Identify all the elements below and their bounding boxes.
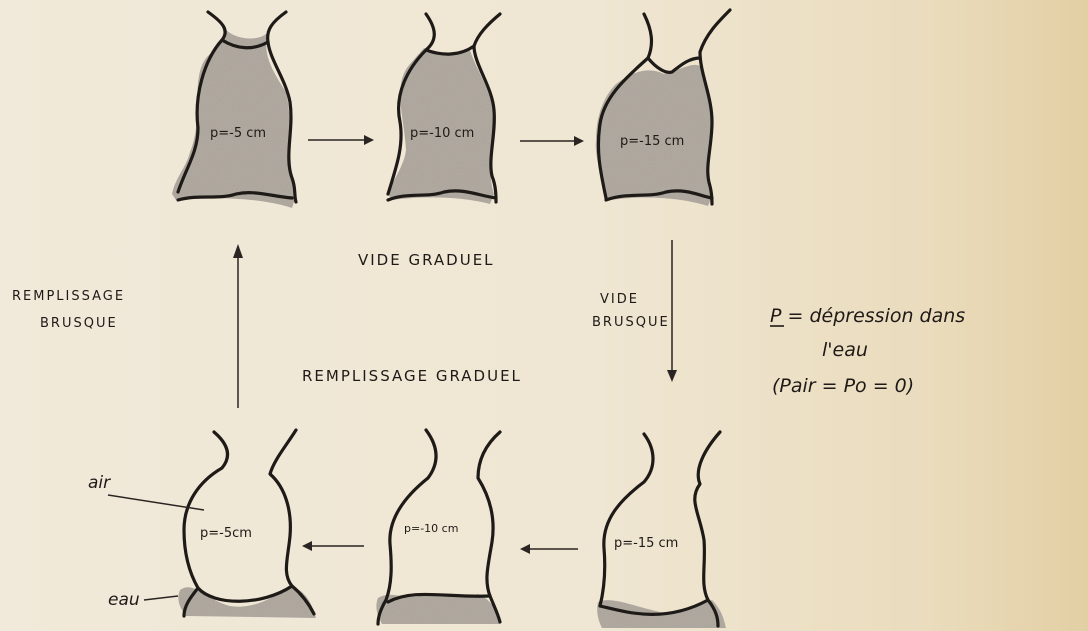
label-vide-brusque-1: VIDE [600,292,639,307]
arrow-bottom-2-to-1 [302,541,364,551]
pressure-label-top-1: p=-5 cm [210,126,266,141]
top-pore-1: p=-5 cm [172,12,296,208]
label-vide-brusque-2: BRUSQUE [592,315,670,330]
arrow-vide-brusque [667,240,677,382]
label-remplissage-brusque-1: REMPLISSAGE [12,289,125,304]
legend: P = dépression dans l'eau (Pair = Po = 0… [770,305,965,397]
label-remplissage-graduel: REMPLISSAGE GRADUEL [302,367,522,385]
label-remplissage-brusque-2: BRUSQUE [40,316,118,331]
label-eau: eau [108,590,140,610]
bottom-pore-3: p=-15 cm [597,432,726,628]
bottom-pore-2: p=-10 cm [376,430,500,624]
pore-wall-left [600,434,653,606]
pressure-label-top-3: p=-15 cm [620,134,684,149]
label-air: air [88,473,111,493]
legend-line-1: P = dépression dans [770,305,965,327]
pressure-label-top-2: p=-10 cm [410,126,474,141]
legend-line-3: (Pair = Po = 0) [772,375,914,397]
arrow-remplissage-brusque [233,244,243,408]
legend-line-2: l'eau [822,339,868,361]
pressure-label-bottom-2: p=-10 cm [404,522,458,535]
label-vide-graduel: VIDE GRADUEL [358,251,495,269]
pore-wall-right [478,432,500,622]
pressure-label-bottom-3: p=-15 cm [614,536,678,551]
arrow-top-2-to-3 [520,136,584,146]
top-pore-3: p=-15 cm [596,10,730,206]
pressure-label-bottom-1: p=-5cm [200,526,252,541]
arrow-bottom-3-to-2 [520,544,578,554]
arrow-top-1-to-2 [308,135,374,145]
top-pore-2: p=-10 cm [388,14,500,204]
bottom-pore-1: p=-5cm [178,430,316,618]
eau-pointer [144,596,178,600]
water-fill [172,30,296,208]
pore-wall-right [695,432,720,626]
